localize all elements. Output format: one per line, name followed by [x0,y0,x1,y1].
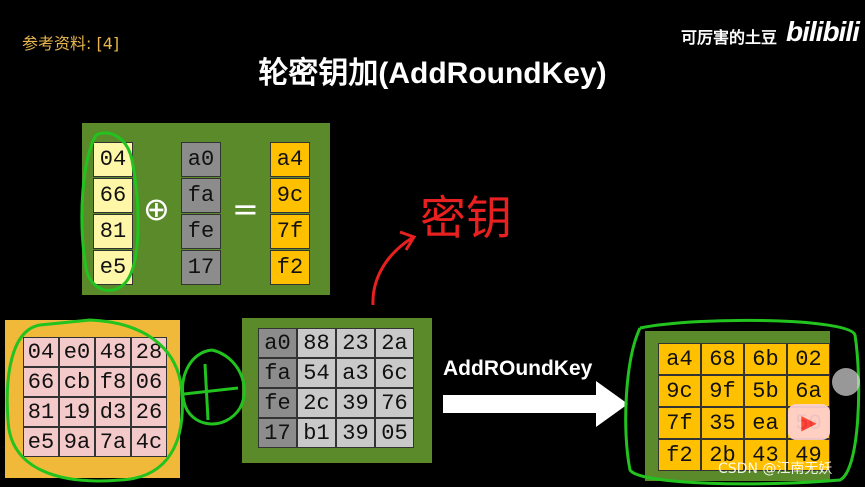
matrix-cell: 76 [375,388,414,418]
matrix-cell: f8 [95,367,131,397]
play-button[interactable]: ▶ [788,404,830,440]
matrix-cell: 88 [297,328,336,358]
green-loop-result [624,318,861,486]
green-loop-state [5,318,184,483]
arrow-head-icon [596,381,628,427]
matrix-cell: 43 [744,439,787,471]
matrix-cell: fe [258,388,297,418]
play-icon: ▶ [801,410,817,434]
csdn-watermark: CSDN @江南无妖 [718,461,833,477]
matrix-cell: a3 [336,358,375,388]
matrix-cell: 48 [95,337,131,367]
matrix-cell: 17 [258,418,297,448]
matrix-cell: 2c [297,388,336,418]
matrix-cell: 6c [375,358,414,388]
matrix-cell: 6b [744,343,787,375]
matrix-cell: 05 [375,418,414,448]
matrix-cell: 2a [375,328,414,358]
matrix-cell: 39 [336,388,375,418]
matrix-cell: 66 [23,367,59,397]
reference-caption: 参考资料: [4] [22,34,120,53]
green-loop-column [80,131,140,292]
matrix-cell: 54 [297,358,336,388]
matrix-cell: 04 [93,142,133,177]
matrix-cell: ea [744,407,787,439]
matrix-cell: 7f [658,407,701,439]
matrix-cell: fa [258,358,297,388]
matrix-cell: 7f [270,214,310,249]
matrix-cell: e0 [59,337,95,367]
matrix-cell: a0 [181,142,221,177]
matrix-cell: 35 [701,407,744,439]
logo-text: bilibili [786,16,860,47]
arrow-shaft [443,395,598,413]
matrix-cell: 6a [787,375,830,407]
handwritten-key-label: 密钥 [420,191,512,245]
matrix-cell: 4c [131,427,167,457]
matrix-cell: 9c [658,375,701,407]
red-arrow-head [399,230,417,251]
matrix-cell: 81 [23,397,59,427]
matrix-cell: fe [181,214,221,249]
matrix-cell: a4 [270,142,310,177]
matrix-cell: 19 [59,397,95,427]
slide-title: 轮密钥加(AddRoundKey) [258,57,607,90]
matrix-cell: 9c [270,178,310,213]
matrix-cell: 2b [701,439,744,471]
matrix-cell: e5 [23,427,59,457]
matrix-cell: 02 [787,343,830,375]
matrix-cell: 23 [336,328,375,358]
matrix-cell: b1 [297,418,336,448]
matrix-cell: cb [59,367,95,397]
matrix-cell: 9f [701,375,744,407]
matrix-cell: 39 [336,418,375,448]
equals-symbol: = [232,190,259,228]
matrix-cell: 17 [181,250,221,285]
matrix-cell: d3 [95,397,131,427]
matrix-cell: 68 [701,343,744,375]
green-plus-horizontal [183,386,239,396]
xor-symbol: ⊕ [143,190,170,228]
matrix-cell: 06 [131,367,167,397]
matrix-cell: 9a [59,427,95,457]
matrix-cell: a4 [658,343,701,375]
matrix-cell: 81 [93,214,133,249]
matrix-cell: 26 [131,397,167,427]
matrix-cell: fa [181,178,221,213]
matrix-cell: 04 [23,337,59,367]
matrix-cell: 7a [95,427,131,457]
red-arrow-curve [371,236,413,306]
matrix-cell: f2 [658,439,701,471]
arrow-label: AddROundKey [443,357,593,380]
green-plus-circle [181,348,246,426]
matrix-cell: 5b [744,375,787,407]
uploader-name: 可厉害的土豆 [681,28,778,47]
bilibili-logo: bilibili [786,16,860,48]
scrub-handle[interactable] [832,368,860,396]
matrix-cell: a0 [258,328,297,358]
matrix-cell: 66 [93,178,133,213]
matrix-cell: f2 [270,250,310,285]
matrix-cell: 49 [787,439,830,471]
